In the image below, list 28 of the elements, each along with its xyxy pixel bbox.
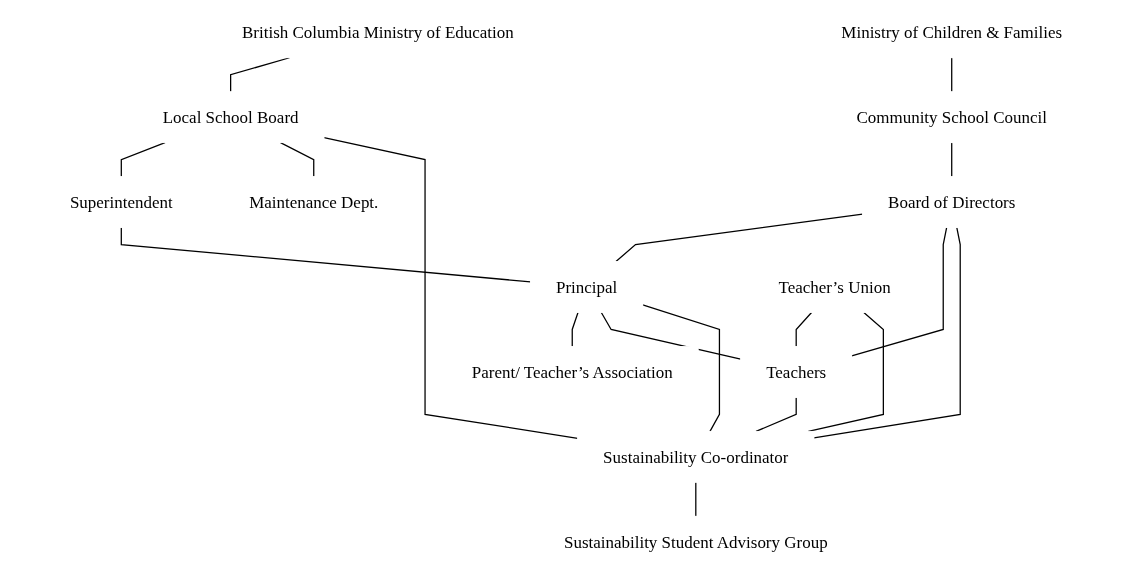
node-text: Board of Directors bbox=[888, 192, 1016, 212]
node-text: Sustainability Co-ordinator bbox=[603, 447, 789, 467]
connector bbox=[755, 396, 797, 432]
node-text: Principal bbox=[555, 277, 618, 297]
node-text: Parent/ Teacher’s Association bbox=[471, 362, 673, 382]
node-text: Sustainability Student Advisory Group bbox=[563, 532, 828, 552]
connector bbox=[615, 213, 864, 263]
connector bbox=[120, 142, 166, 178]
node-text: Teacher’s Union bbox=[778, 277, 891, 297]
node-text: British Columbia Ministry of Education bbox=[242, 22, 514, 42]
connector bbox=[851, 226, 948, 357]
connector bbox=[571, 311, 579, 348]
connector bbox=[642, 304, 721, 432]
node-text: Teachers bbox=[766, 362, 827, 382]
connector bbox=[795, 311, 813, 348]
connector bbox=[695, 481, 697, 517]
node-text: Local School Board bbox=[162, 107, 299, 127]
node-text: Ministry of Children & Families bbox=[841, 22, 1063, 42]
node-text: Community School Council bbox=[856, 107, 1048, 127]
connector bbox=[951, 57, 953, 93]
connector bbox=[323, 136, 579, 439]
connector bbox=[600, 311, 742, 360]
connector bbox=[951, 142, 953, 178]
connector bbox=[813, 226, 961, 439]
node-text: Superintendent bbox=[69, 192, 173, 212]
connector bbox=[279, 142, 315, 178]
node-text: Maintenance Dept. bbox=[249, 192, 379, 212]
connector bbox=[120, 226, 532, 283]
